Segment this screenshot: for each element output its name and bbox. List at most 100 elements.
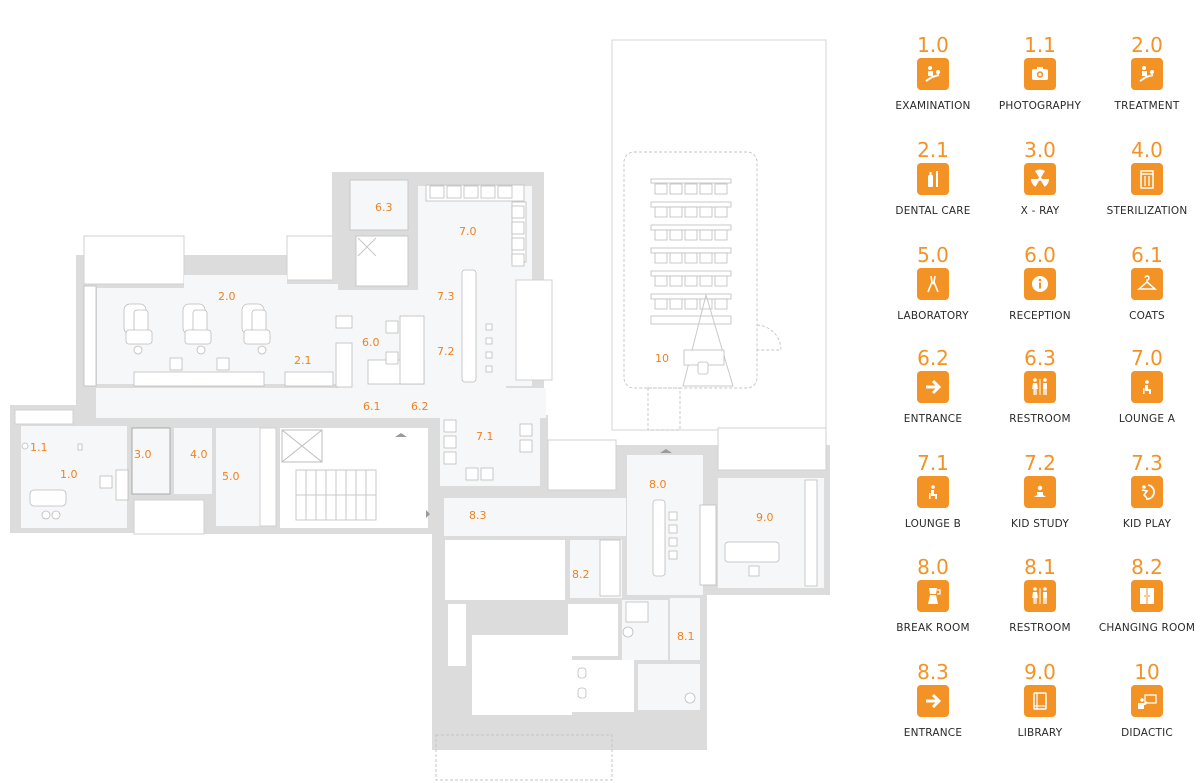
sterile-pouch-icon	[1131, 163, 1163, 195]
legend-item-lounge-a: 7.0 LOUNGE A	[1094, 347, 1200, 425]
room-label-7-0: 7.0	[459, 225, 477, 238]
pliers-icon	[917, 268, 949, 300]
info-icon	[1024, 268, 1056, 300]
coffee-pot-icon	[917, 580, 949, 612]
room-label-7-1: 7.1	[476, 430, 494, 443]
legend-code: 1.0	[917, 33, 949, 57]
legend-code: 6.3	[1024, 346, 1056, 370]
legend-name: LOUNGE A	[1118, 413, 1176, 425]
legend-name: PHOTOGRAPHY	[998, 100, 1082, 112]
legend-item-kid-play: 7.3 KID PLAY	[1094, 452, 1200, 530]
legend-code: 6.2	[917, 346, 949, 370]
entrance-markers	[395, 433, 672, 518]
legend-name: RESTROOM	[1009, 413, 1071, 425]
room-label-1-0: 1.0	[60, 468, 78, 481]
legend-item-restroom-6-3: 6.3 RESTROOM	[987, 347, 1093, 425]
teacher-board-icon	[1131, 685, 1163, 717]
legend-item-examination: 1.0 EXAMINATION	[880, 34, 986, 112]
legend-item-restroom-8-1: 8.1 RESTROOM	[987, 556, 1093, 634]
hanger-icon	[1131, 268, 1163, 300]
legend-name: COATS	[1129, 310, 1165, 322]
room-label-3-0: 3.0	[134, 448, 152, 461]
legend-name: CHANGING ROOM	[1098, 622, 1196, 634]
legend-name: ENTRANCE	[903, 413, 963, 425]
room-label-9-0: 9.0	[756, 511, 774, 524]
legend-name: DENTAL CARE	[895, 205, 971, 217]
legend-name: EXAMINATION	[895, 100, 971, 112]
room-label-6-3: 6.3	[375, 201, 393, 214]
legend-code: 3.0	[1024, 138, 1056, 162]
room-labels: 1.0 1.1 2.0 2.1 3.0 4.0 5.0 6.0 6.1 6.2 …	[30, 201, 774, 643]
toothpaste-toothbrush-icon	[917, 163, 949, 195]
legend-name: TREATMENT	[1114, 100, 1180, 112]
legend-name: KID PLAY	[1122, 518, 1172, 530]
room-label-10: 10	[655, 352, 669, 365]
legend-name: LABORATORY	[897, 310, 969, 322]
room-label-7-3: 7.3	[437, 290, 455, 303]
legend-name: BREAK ROOM	[896, 622, 970, 634]
didactic-hall	[611, 39, 827, 431]
room-label-8-0: 8.0	[649, 478, 667, 491]
playing-child-icon	[1131, 476, 1163, 508]
locker-icon	[1131, 580, 1163, 612]
legend-name: STERILIZATION	[1106, 205, 1188, 217]
legend-code: 10	[1134, 660, 1160, 684]
legend-item-break-room: 8.0 BREAK ROOM	[880, 556, 986, 634]
legend-item-dental-care: 2.1 DENTAL CARE	[880, 139, 986, 217]
room-label-8-2: 8.2	[572, 568, 590, 581]
restroom-icon	[1024, 371, 1056, 403]
legend-code: 7.0	[1131, 346, 1163, 370]
legend-code: 6.0	[1024, 243, 1056, 267]
legend-item-lounge-b: 7.1 LOUNGE B	[880, 452, 986, 530]
legend-name: LIBRARY	[1017, 727, 1063, 739]
legend-item-library: 9.0 LIBRARY	[987, 661, 1093, 739]
room-label-5-0: 5.0	[222, 470, 240, 483]
dental-chair-icon	[1131, 58, 1163, 90]
legend-name: DIDACTIC	[1121, 727, 1173, 739]
camera-icon	[1024, 58, 1056, 90]
legend-item-reception: 6.0 RECEPTION	[987, 244, 1093, 322]
legend-code: 2.1	[917, 138, 949, 162]
legend-item-treatment: 2.0 TREATMENT	[1094, 34, 1200, 112]
restroom-icon	[1024, 580, 1056, 612]
legend-code: 8.0	[917, 555, 949, 579]
room-label-1-1: 1.1	[30, 441, 48, 454]
legend-code: 7.3	[1131, 451, 1163, 475]
room-floors	[14, 179, 827, 781]
room-label-2-0: 2.0	[218, 290, 236, 303]
room-label-8-1: 8.1	[677, 630, 695, 643]
reading-child-icon	[1024, 476, 1056, 508]
legend-code: 5.0	[917, 243, 949, 267]
furniture	[21, 185, 818, 704]
room-label-4-0: 4.0	[190, 448, 208, 461]
seated-person-icon	[1131, 371, 1163, 403]
legend-code: 8.2	[1131, 555, 1163, 579]
legend-name: RESTROOM	[1009, 622, 1071, 634]
legend-item-laboratory: 5.0 LABORATORY	[880, 244, 986, 322]
room-label-2-1: 2.1	[294, 354, 312, 367]
legend-item-didactic: 10 DIDACTIC	[1094, 661, 1200, 739]
legend-code: 8.1	[1024, 555, 1056, 579]
legend-item-entrance-8-3: 8.3 ENTRANCE	[880, 661, 986, 739]
floor-plan: 1.0 1.1 2.0 2.1 3.0 4.0 5.0 6.0 6.1 6.2 …	[10, 39, 830, 781]
dental-chair-icon	[917, 58, 949, 90]
legend-item-photography: 1.1 PHOTOGRAPHY	[987, 34, 1093, 112]
room-label-7-2: 7.2	[437, 345, 455, 358]
room-label-6-0: 6.0	[362, 336, 380, 349]
legend-code: 7.2	[1024, 451, 1056, 475]
legend-name: KID STUDY	[1011, 518, 1069, 530]
legend-code: 9.0	[1024, 660, 1056, 684]
legend-name: X - RAY	[1020, 205, 1060, 217]
legend-item-kid-study: 7.2 KID STUDY	[987, 452, 1093, 530]
legend-code: 1.1	[1024, 33, 1056, 57]
legend-code: 6.1	[1131, 243, 1163, 267]
legend-item-x-ray: 3.0 X - RAY	[987, 139, 1093, 217]
book-icon	[1024, 685, 1056, 717]
legend-code: 8.3	[917, 660, 949, 684]
legend-code: 7.1	[917, 451, 949, 475]
room-label-6-2: 6.2	[411, 400, 429, 413]
legend-name: ENTRANCE	[903, 727, 963, 739]
radiation-icon	[1024, 163, 1056, 195]
room-label-8-3: 8.3	[469, 509, 487, 522]
legend-code: 4.0	[1131, 138, 1163, 162]
